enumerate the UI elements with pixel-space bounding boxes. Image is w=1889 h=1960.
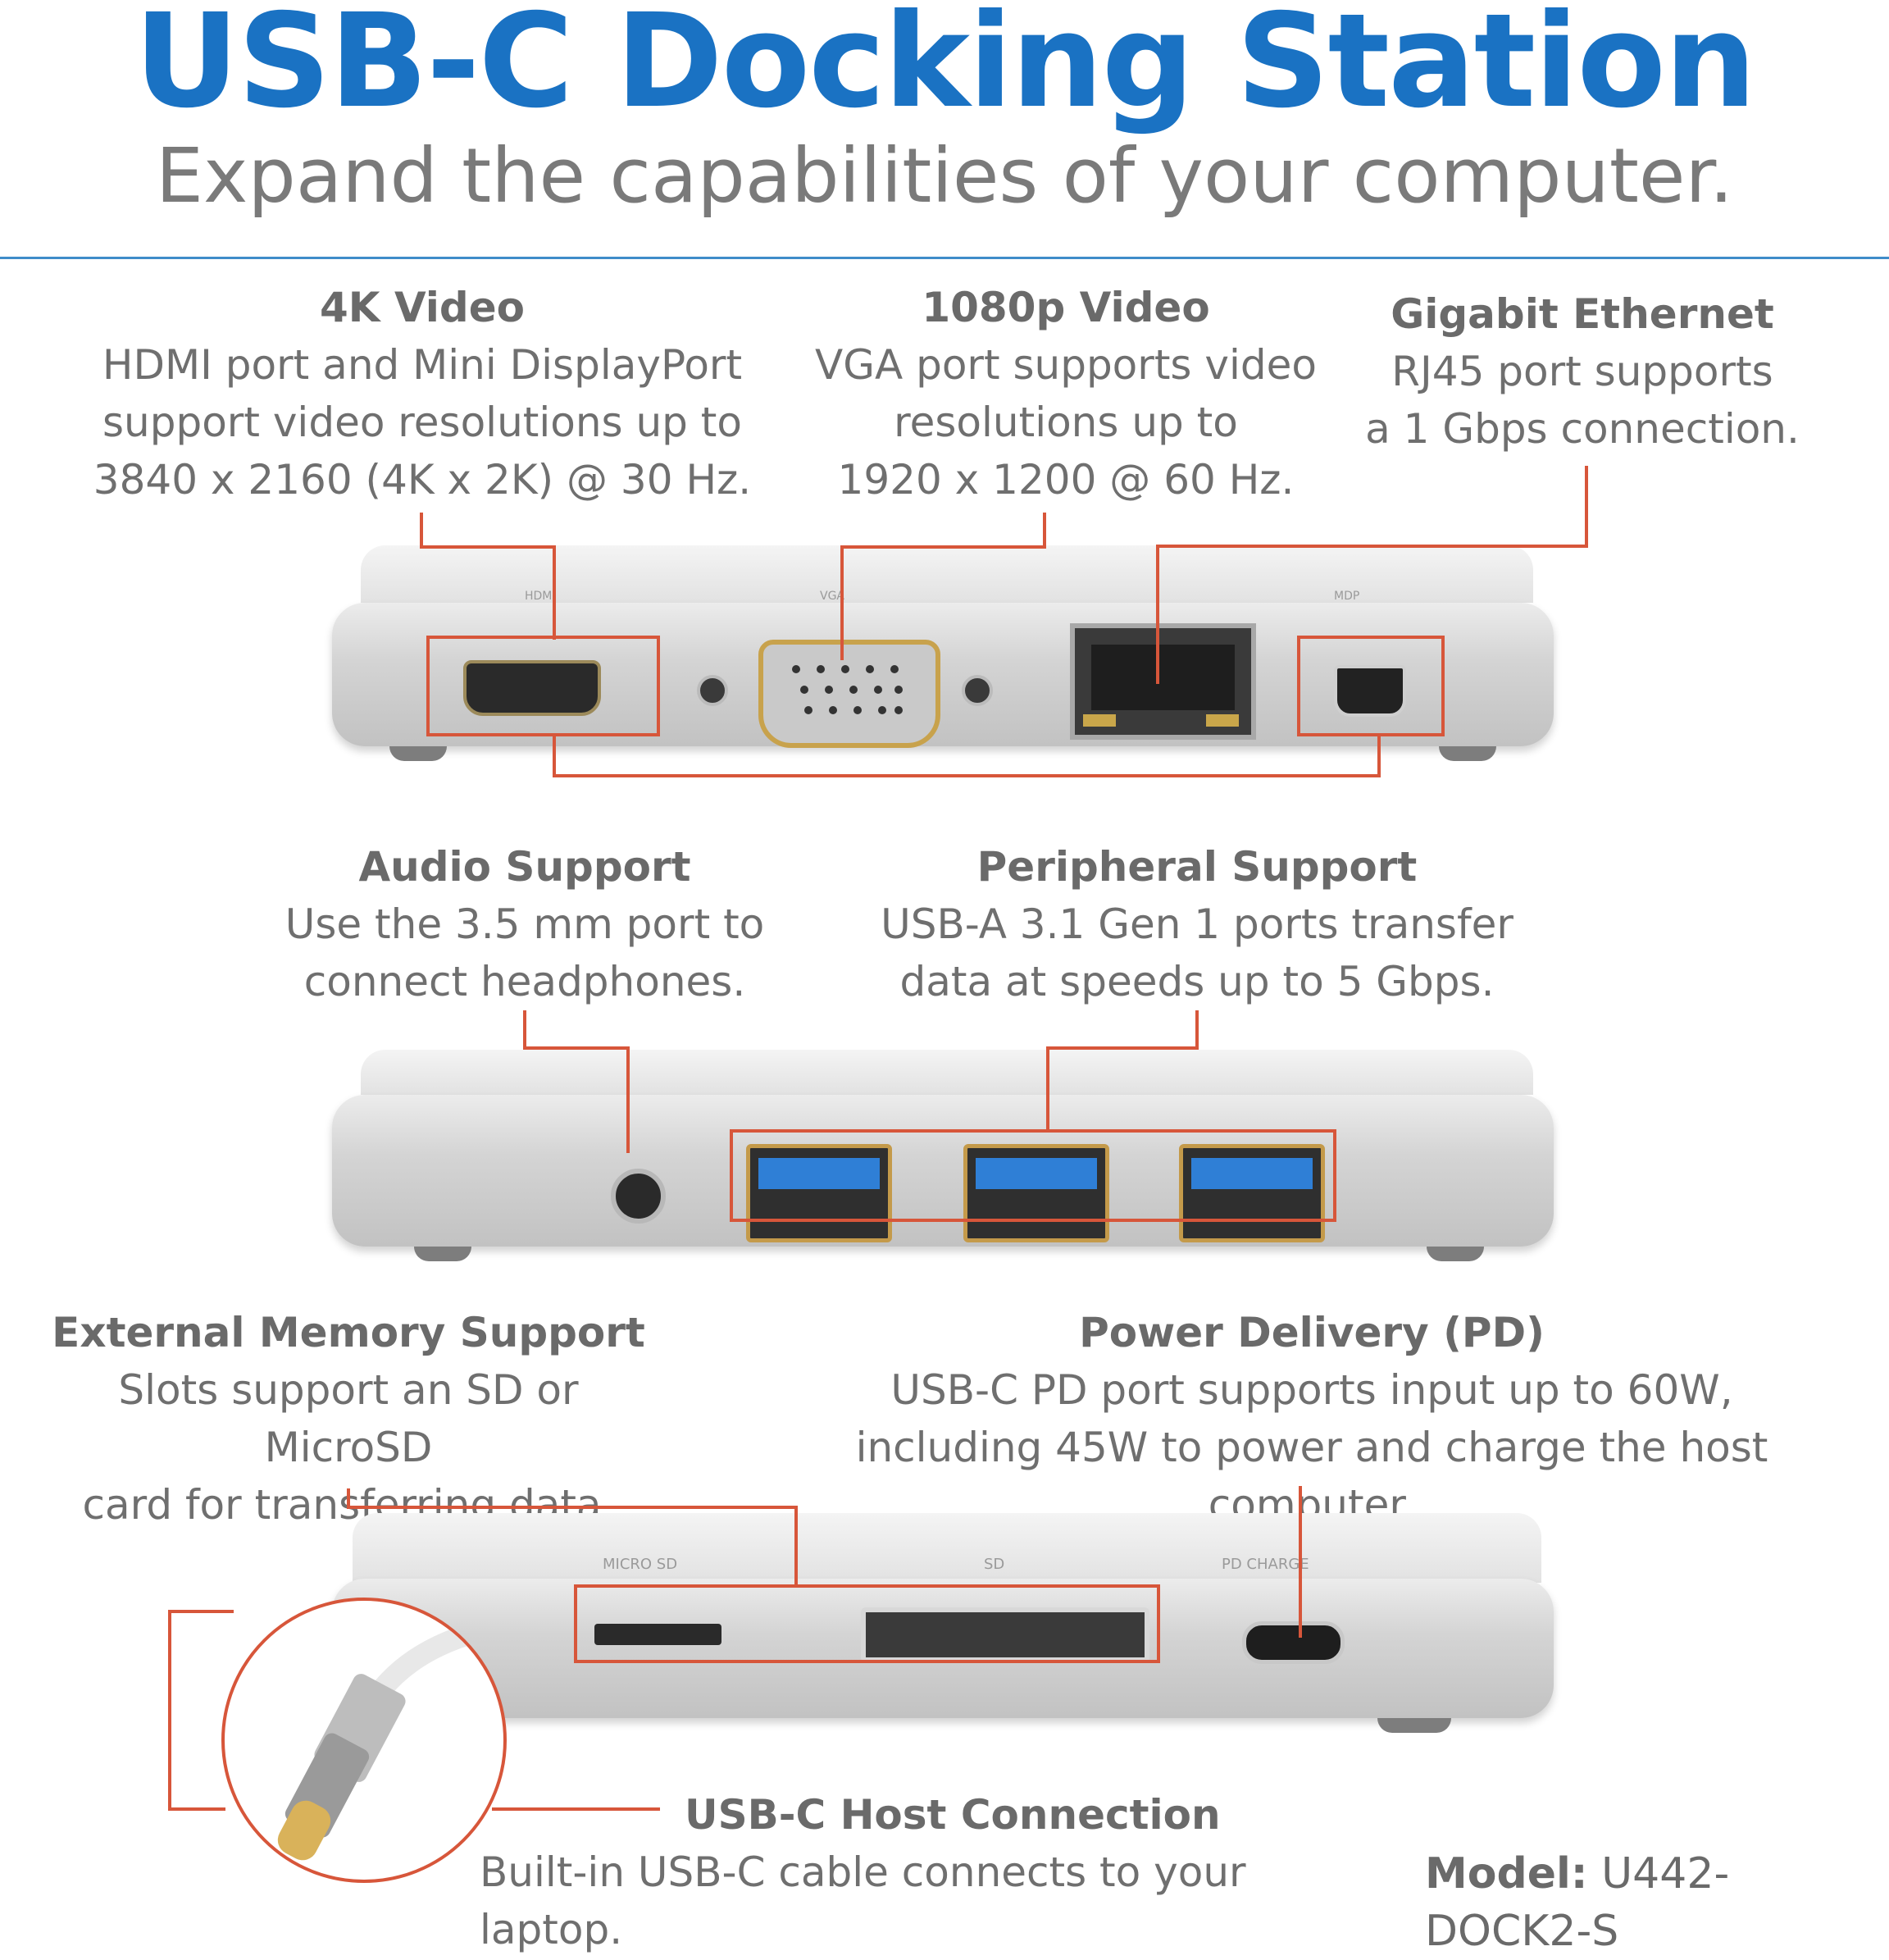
callout-line xyxy=(840,545,1046,549)
screw-icon xyxy=(697,675,728,706)
rubber-foot xyxy=(1427,1247,1484,1261)
header-divider xyxy=(0,257,1889,259)
micro-sd-label: MICRO SD xyxy=(603,1556,678,1573)
feature-line: VGA port supports video xyxy=(815,341,1317,389)
feature-line: resolutions up to xyxy=(894,399,1238,446)
dock-top-surface xyxy=(361,1050,1533,1095)
model-label: Model: xyxy=(1425,1849,1588,1898)
page-title: USB-C Docking Station xyxy=(134,0,1757,137)
callout-line xyxy=(523,1010,526,1050)
callout-line xyxy=(347,1506,798,1509)
hdmi-port-icon xyxy=(463,660,601,716)
vga-label: VGA xyxy=(820,590,845,603)
callout-line xyxy=(1046,1046,1199,1050)
feature-gigabit-ethernet: Gigabit Ethernet RJ45 port supports a 1 … xyxy=(1361,285,1804,458)
rj45-port-icon xyxy=(1070,623,1256,740)
feature-peripheral-support: Peripheral Support USB-A 3.1 Gen 1 ports… xyxy=(861,838,1533,1010)
usb-a-port-icon xyxy=(746,1144,892,1242)
feature-line: USB-C PD port supports input up to 60W, xyxy=(890,1366,1733,1414)
mini-displayport-icon xyxy=(1334,665,1406,717)
feature-heading: Peripheral Support xyxy=(976,843,1418,891)
sd-callout-box xyxy=(574,1584,1160,1663)
led-icon xyxy=(1206,714,1239,727)
callout-line xyxy=(794,1506,798,1588)
feature-line: Slots support an SD or MicroSD xyxy=(118,1366,579,1471)
dock-back-panel: HDMI VGA MDP xyxy=(332,590,1554,748)
callout-line xyxy=(1377,736,1381,777)
callout-line xyxy=(553,545,556,640)
micro-sd-slot-icon xyxy=(594,1624,721,1645)
callout-line xyxy=(168,1610,171,1811)
callout-line xyxy=(420,513,423,548)
feature-line: RJ45 port supports xyxy=(1391,348,1773,395)
feature-line: HDMI port and Mini DisplayPort xyxy=(102,341,743,389)
feature-heading: 4K Video xyxy=(320,284,525,331)
vga-port-icon xyxy=(758,640,940,748)
callout-line xyxy=(523,1046,630,1050)
feature-line: 1920 x 1200 @ 60 Hz. xyxy=(837,456,1295,504)
rubber-foot xyxy=(389,746,447,761)
callout-line xyxy=(840,545,844,660)
callout-line xyxy=(420,545,555,549)
callout-line xyxy=(168,1807,225,1811)
led-icon xyxy=(1083,714,1116,727)
feature-line: USB-A 3.1 Gen 1 ports transfer xyxy=(881,900,1513,948)
feature-audio-support: Audio Support Use the 3.5 mm port to con… xyxy=(262,838,787,1010)
feature-heading: Gigabit Ethernet xyxy=(1391,290,1774,338)
callout-line xyxy=(1156,545,1588,548)
feature-usb-c-host: USB-C Host Connection xyxy=(459,1786,1402,1844)
feature-heading: Audio Support xyxy=(358,843,691,891)
usb-a-port-icon xyxy=(1179,1144,1325,1242)
callout-line xyxy=(168,1610,234,1613)
callout-line xyxy=(1043,513,1046,548)
feature-line: data at speeds up to 5 Gbps. xyxy=(899,958,1495,1005)
feature-power-delivery: Power Delivery (PD) USB-C PD port suppor… xyxy=(750,1304,1873,1534)
dock-side-panel: MICRO SD SD PD CHARGE xyxy=(332,1556,1554,1718)
usb-c-port-icon xyxy=(1242,1621,1345,1664)
dock-top-surface xyxy=(361,545,1533,603)
callout-line xyxy=(492,1807,660,1811)
callout-line xyxy=(1299,1486,1302,1638)
rubber-foot xyxy=(414,1247,471,1261)
feature-heading: Power Delivery (PD) xyxy=(1079,1309,1545,1356)
usb-c-cable-inset xyxy=(221,1598,507,1883)
feature-4k-video: 4K Video HDMI port and Mini DisplayPort … xyxy=(90,279,754,508)
audio-jack-icon xyxy=(611,1169,666,1224)
feature-heading: USB-C Host Connection xyxy=(685,1791,1221,1839)
callout-line xyxy=(553,736,556,777)
feature-line: connect headphones. xyxy=(303,958,746,1005)
rubber-foot xyxy=(1377,1718,1451,1733)
dock-top-surface xyxy=(353,1513,1541,1583)
pd-charge-label: PD CHARGE xyxy=(1222,1556,1309,1573)
usb-a-port-icon xyxy=(963,1144,1109,1242)
feature-heading: External Memory Support xyxy=(52,1309,645,1356)
model-number: Model: U442-DOCK2-S xyxy=(1425,1845,1889,1960)
feature-line: Use the 3.5 mm port to xyxy=(284,900,765,948)
callout-line xyxy=(347,1488,350,1509)
mdp-callout-box xyxy=(1297,636,1445,736)
sd-label: SD xyxy=(984,1556,1005,1573)
feature-line: a 1 Gbps connection. xyxy=(1365,405,1800,453)
callout-line xyxy=(626,1046,630,1153)
vga-pins-icon xyxy=(792,665,903,714)
hdmi-label: HDMI xyxy=(525,590,556,603)
callout-line xyxy=(1156,545,1159,684)
feature-line: support video resolutions up to xyxy=(102,399,742,446)
screw-icon xyxy=(962,675,993,706)
callout-line xyxy=(553,774,1381,777)
hdmi-callout-box xyxy=(426,636,660,736)
callout-line xyxy=(1046,1046,1049,1133)
feature-heading: 1080p Video xyxy=(922,284,1210,331)
usb-a-callout-box xyxy=(730,1129,1336,1222)
rubber-foot xyxy=(1439,746,1496,761)
callout-line xyxy=(1195,1010,1199,1050)
callout-line xyxy=(1585,466,1588,548)
feature-line: 3840 x 2160 (4K x 2K) @ 30 Hz. xyxy=(93,456,752,504)
feature-line: Built-in USB-C cable connects to your la… xyxy=(480,1848,1246,1953)
mdp-label: MDP xyxy=(1334,590,1360,603)
feature-1080p-video: 1080p Video VGA port supports video reso… xyxy=(787,279,1345,508)
page-subtitle: Expand the capabilities of your computer… xyxy=(155,132,1734,220)
